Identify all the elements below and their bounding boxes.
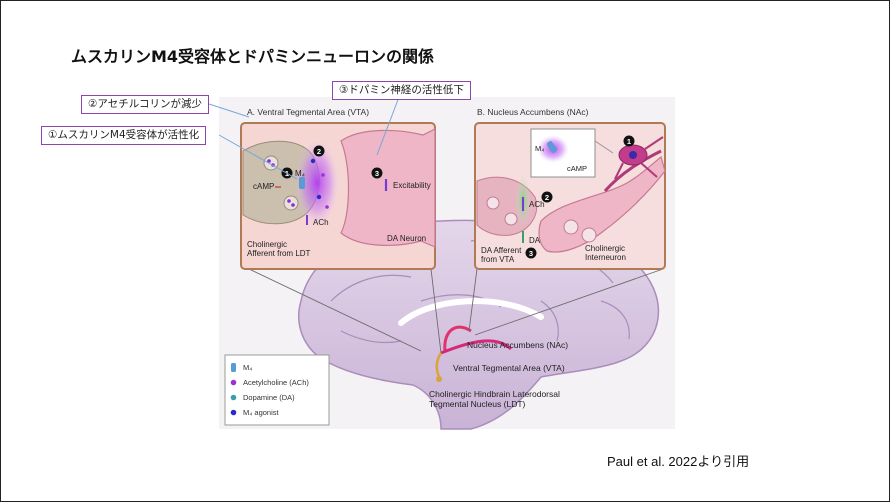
- svg-text:3: 3: [375, 169, 379, 178]
- interneuron-label: Cholinergic Interneuron: [585, 244, 627, 262]
- step-3-marker: [371, 167, 383, 179]
- dot-icon: [230, 379, 237, 386]
- nac-pathway: [443, 325, 472, 352]
- legend-label: Dopamine (DA): [243, 393, 295, 402]
- svg-text:3: 3: [529, 249, 533, 258]
- panel-a-vta: A. Ventral Tegmental Area (VTA) 1 2: [240, 107, 436, 270]
- legend: M₄ Acetylcholine (ACh) Dopamine (DA) M₄ ago…: [224, 354, 330, 426]
- legend-label: M₄ agonist: [243, 408, 279, 417]
- panel-b-da-label: DA: [529, 236, 541, 245]
- legend-item: Dopamine (DA): [230, 393, 295, 402]
- citation: Paul et al. 2022より引用: [607, 454, 750, 469]
- receptor-icon: [231, 363, 236, 372]
- callout-m4-activation: ①ムスカリンM4受容体が活性化: [41, 126, 207, 145]
- step-2-marker-b: [541, 191, 553, 203]
- panel-b-title: B. Nucleus Accumbens (NAc): [477, 107, 589, 117]
- dot-icon: [230, 409, 237, 416]
- panel-b-nac: B. Nucleus Accumbens (NAc) M₄ cAMP: [474, 107, 666, 270]
- panel-b-m4-label: M₄: [535, 144, 544, 153]
- nac-label: Nucleus Accumbens (NAc): [467, 340, 568, 350]
- callout-2-connector: [208, 103, 250, 118]
- ldt-label: Cholinergic Hindbrain Laterodorsal Tegme…: [429, 389, 562, 409]
- callout-ach-decrease: ②アセチルコリンが減少: [81, 95, 209, 114]
- panel-a-ach-label: ACh: [313, 218, 329, 227]
- svg-text:2: 2: [545, 193, 549, 202]
- step-2-marker: [313, 145, 325, 157]
- legend-item: M₄ agonist: [230, 408, 279, 417]
- svg-text:1: 1: [627, 137, 631, 146]
- excitability-label: Excitability: [393, 181, 431, 190]
- brain-illustration: Nucleus Accumbens (NAc) Ventral Tegmenta…: [248, 219, 664, 430]
- m4-receptor-icon: [299, 177, 305, 189]
- da-neuron: [340, 128, 436, 248]
- svg-text:2: 2: [317, 147, 321, 156]
- vta-pathway: [440, 339, 513, 355]
- legend-item: M₄: [231, 363, 252, 372]
- callout-3-connector: [376, 96, 400, 156]
- panel-b-camp-label: cAMP: [567, 164, 587, 173]
- step-1-marker-b: [623, 135, 635, 147]
- legend-label: Acetylcholine (ACh): [243, 378, 309, 387]
- panel-b-ach-label: ACh: [529, 200, 545, 209]
- step-3-marker-b: [525, 247, 537, 259]
- legend-label: M₄: [243, 363, 252, 372]
- panel-a-camp-label: cAMP: [253, 182, 274, 191]
- legend-item: Acetylcholine (ACh): [230, 378, 309, 387]
- panel-a-title: A. Ventral Tegmental Area (VTA): [247, 107, 369, 117]
- slide-title: ムスカリンM4受容体とドパミンニューロンの関係: [71, 47, 435, 66]
- ldt-pathway: [435, 352, 443, 378]
- da-neuron-label: DA Neuron: [387, 234, 426, 243]
- da-afferent-label: DA Afferent from VTA: [481, 246, 524, 264]
- panel-a-m4-label: M₄: [295, 169, 305, 178]
- dot-icon: [230, 394, 237, 401]
- callout-da-activity-decrease: ③ドパミン神経の活性低下: [332, 81, 471, 100]
- afferent-ldt-label: Cholinergic Afferent from LDT: [247, 240, 311, 258]
- ach-cloud: [295, 139, 339, 227]
- vta-label: Ventral Tegmental Area (VTA): [453, 363, 565, 373]
- callout-1-connector: [218, 134, 298, 180]
